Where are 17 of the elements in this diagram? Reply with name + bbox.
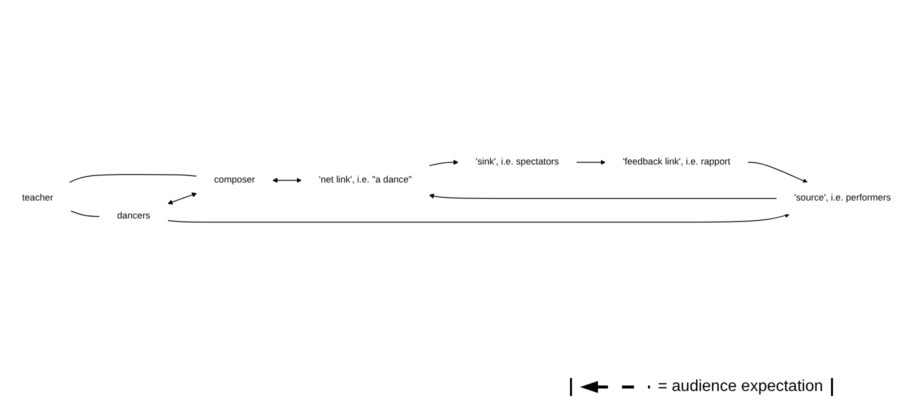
arrow bbox=[167, 212, 790, 222]
node-text: 'feedback link', i.e. rapport bbox=[622, 156, 730, 167]
arrow bbox=[576, 159, 606, 165]
legend-text: = audience expectation bbox=[658, 378, 823, 396]
node-text: composer bbox=[214, 174, 255, 185]
node-text: 'source', i.e. performers bbox=[794, 192, 891, 203]
node-text: 'sink', i.e. spectators bbox=[476, 156, 559, 167]
node-text: dancers bbox=[117, 210, 150, 221]
node-text: 'net link', i.e. "a dance" bbox=[318, 174, 412, 185]
node-text: teacher bbox=[22, 192, 54, 203]
connector bbox=[70, 210, 100, 216]
connector bbox=[68, 174, 198, 183]
arrow bbox=[429, 193, 778, 198]
arrow bbox=[747, 162, 808, 183]
arrow bbox=[168, 192, 197, 204]
arrow bbox=[272, 177, 302, 183]
arrow bbox=[428, 159, 459, 166]
